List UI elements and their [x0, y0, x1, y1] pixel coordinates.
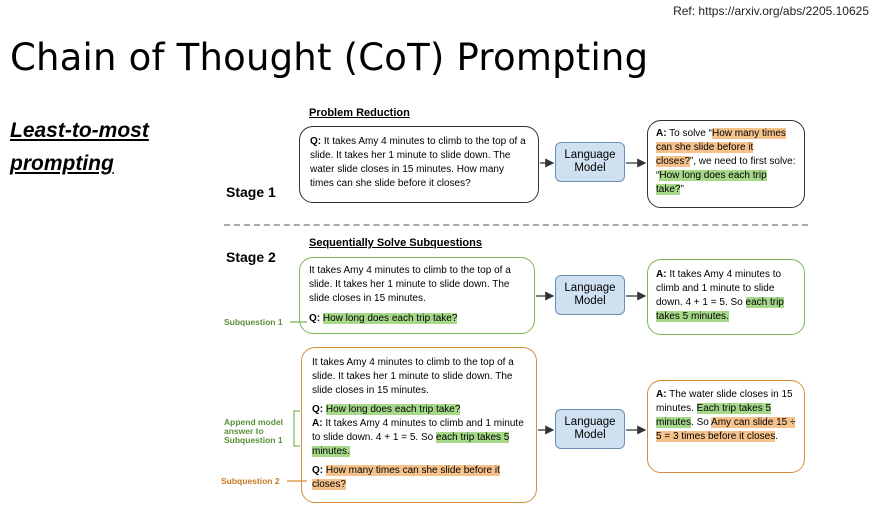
method-label-line2: prompting	[10, 152, 114, 175]
subquestion1-answer: A: It takes Amy 4 minutes to climb and 1…	[656, 269, 784, 322]
method-label: Least-to-most prompting	[10, 114, 149, 180]
slide-title: Chain of Thought (CoT) Prompting	[10, 36, 649, 79]
subquestion2-label: Subquestion 2	[221, 476, 280, 486]
subquestion2-answer: A: The water slide closes in 15 minutes.…	[656, 389, 796, 442]
stage1-answer-box: A: To solve “How many times can she slid…	[647, 120, 805, 208]
subquestion1-label: Subquestion 1	[224, 317, 283, 327]
stage2-label: Stage 2	[226, 249, 276, 265]
method-label-line1: Least-to-most	[10, 119, 149, 142]
stage1-question-box: Q: It takes Amy 4 minutes to climb to th…	[299, 126, 539, 203]
subquestion1-box: It takes Amy 4 minutes to climb to the t…	[299, 257, 535, 334]
language-model-1: Language Model	[555, 142, 625, 182]
subquestion2-question: Q: How many times can she slide before i…	[312, 465, 500, 490]
language-model-2: Language Model	[555, 275, 625, 315]
sequential-heading: Sequentially Solve Subquestions	[309, 237, 482, 249]
subquestion2-prior-question: Q: How long does each trip take?	[312, 404, 461, 415]
subquestion2-answer-box: A: The water slide closes in 15 minutes.…	[647, 380, 805, 473]
language-model-3: Language Model	[555, 409, 625, 449]
subquestion1-answer-box: A: It takes Amy 4 minutes to climb and 1…	[647, 259, 805, 335]
stage1-answer: A: To solve “How many times can she slid…	[656, 128, 796, 195]
stage1-question: Q: It takes Amy 4 minutes to climb to th…	[310, 136, 526, 189]
problem-reduction-heading: Problem Reduction	[309, 107, 410, 119]
subquestion2-box: It takes Amy 4 minutes to climb to the t…	[301, 347, 537, 503]
stage1-label: Stage 1	[226, 184, 276, 200]
subquestion1-context: It takes Amy 4 minutes to climb to the t…	[309, 265, 511, 304]
append-bracket	[293, 410, 300, 447]
subquestion1-question: Q: How long does each trip take?	[309, 313, 458, 324]
reference-link: Ref: https://arxiv.org/abs/2205.10625	[673, 4, 869, 18]
stage-divider	[224, 224, 808, 226]
subquestion2-prior-answer: A: It takes Amy 4 minutes to climb and 1…	[312, 418, 524, 457]
subquestion2-context: It takes Amy 4 minutes to climb to the t…	[312, 357, 514, 396]
append-answer-label: Append model answer to Subquestion 1	[224, 417, 284, 445]
